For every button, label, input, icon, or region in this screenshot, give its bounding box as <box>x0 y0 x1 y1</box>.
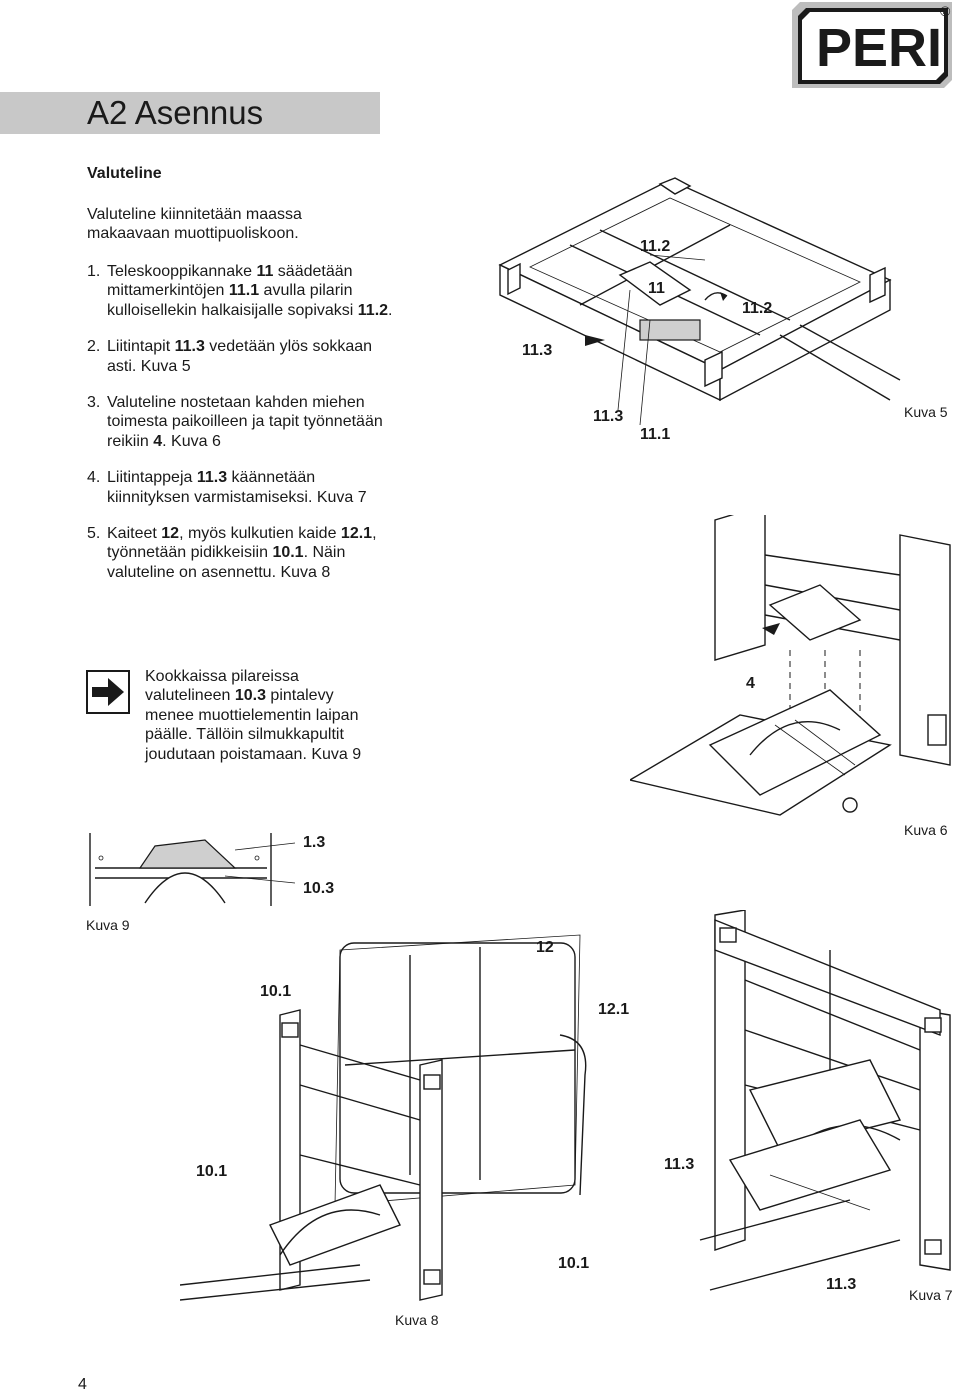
callout-label: 11.3 <box>664 1156 695 1173</box>
section-heading: Valuteline <box>87 165 162 182</box>
page-title: A2 Asennus <box>87 94 264 131</box>
figure-kuva9: 1.3 10.3 <box>85 828 345 908</box>
callout-label: 10.1 <box>260 983 292 1000</box>
figure-kuva8: 12 10.1 12.1 10.1 10.1 <box>179 925 629 1305</box>
callout-label: 11.2 <box>640 238 671 255</box>
callout-label: 11.1 <box>640 426 671 443</box>
callout-label: 12.1 <box>598 1001 630 1018</box>
header-bar <box>0 92 380 134</box>
figure-kuva6: 4 <box>628 504 960 825</box>
steps-list: 1.Teleskooppikannake 11 säädetään mittam… <box>87 262 397 599</box>
callout-label: 11.3 <box>593 408 624 425</box>
figure-caption: Kuva 6 <box>904 822 948 838</box>
callout-label: 11.3 <box>826 1276 857 1293</box>
callout-label: 11.3 <box>522 342 553 359</box>
logo-text: PERI <box>816 18 942 78</box>
callout-label: 11.2 <box>742 300 773 317</box>
figure-caption: Kuva 8 <box>395 1312 439 1328</box>
callout-label: 1.3 <box>303 834 326 851</box>
registered-mark: ® <box>940 3 951 19</box>
figure-kuva5: 11.2 11 11.2 11.3 11.3 11.1 <box>490 170 960 443</box>
step-item: 5.Kaiteet 12, myös kulkutien kaide 12.1,… <box>87 525 377 581</box>
peri-logo: PERI ® <box>792 2 952 88</box>
callout-label: 10.1 <box>196 1163 228 1180</box>
step-item: 2.Liitintapit 11.3 vedetään ylös sokkaan… <box>87 338 373 375</box>
figure-caption: Kuva 5 <box>904 404 948 420</box>
note-text: Kookkaissa pilareissa valutelineen 10.3 … <box>145 668 362 763</box>
callout-label: 10.1 <box>558 1255 590 1272</box>
step-item: 4.Liitintappeja 11.3 käännetään kiinnity… <box>87 469 367 506</box>
arrow-right-icon <box>86 670 130 714</box>
callout-label: 11 <box>648 280 665 297</box>
callout-label: 4 <box>746 675 755 692</box>
figure-caption: Kuva 9 <box>86 917 130 933</box>
page-number: 4 <box>78 1376 87 1393</box>
callout-label: 12 <box>536 939 554 956</box>
intro-paragraph: Valuteline kiinnitetään maassa makaavaan… <box>87 206 302 243</box>
callout-label: 10.3 <box>303 880 335 897</box>
figure-caption: Kuva 7 <box>909 1287 953 1303</box>
step-item: 1.Teleskooppikannake 11 säädetään mittam… <box>87 263 393 319</box>
step-item: 3.Valuteline nostetaan kahden miehen toi… <box>87 394 383 450</box>
figure-kuva7: 11.3 11.3 <box>600 909 960 1300</box>
